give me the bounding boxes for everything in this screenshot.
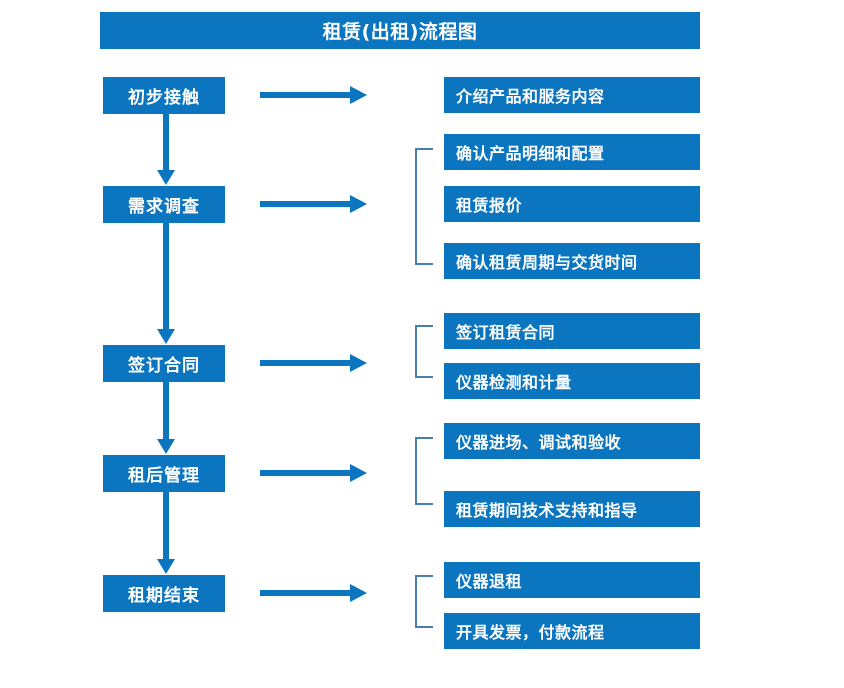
down-arrow-icon-1: [156, 114, 176, 186]
stage-box-5[interactable]: 租期结束: [103, 575, 225, 612]
group-bracket-4: [415, 575, 433, 628]
down-arrow-icon-3: [156, 382, 176, 455]
stage-box-2[interactable]: 需求调查: [103, 186, 225, 223]
stage-box-1[interactable]: 初步接触: [103, 77, 225, 114]
diagram-title: 租赁(出租)流程图: [100, 12, 700, 49]
right-arrow-icon-2: [260, 195, 368, 213]
detail-box-3[interactable]: 租赁报价: [444, 186, 700, 222]
detail-box-6[interactable]: 仪器检测和计量: [444, 363, 700, 399]
detail-box-7[interactable]: 仪器进场、调试和验收: [444, 423, 700, 459]
stage-box-3[interactable]: 签订合同: [103, 345, 225, 382]
detail-box-1[interactable]: 介绍产品和服务内容: [444, 77, 700, 113]
stage-box-4[interactable]: 租后管理: [103, 455, 225, 492]
right-arrow-icon-3: [260, 354, 368, 372]
down-arrow-icon-2: [156, 223, 176, 345]
group-bracket-3: [415, 437, 433, 505]
detail-box-8[interactable]: 租赁期间技术支持和指导: [444, 491, 700, 527]
detail-box-2[interactable]: 确认产品明细和配置: [444, 134, 700, 170]
group-bracket-1: [415, 148, 433, 265]
right-arrow-icon-5: [260, 584, 368, 602]
down-arrow-icon-4: [156, 492, 176, 575]
detail-box-9[interactable]: 仪器退租: [444, 562, 700, 598]
group-bracket-2: [415, 325, 433, 378]
detail-box-10[interactable]: 开具发票，付款流程: [444, 613, 700, 649]
detail-box-4[interactable]: 确认租赁周期与交货时间: [444, 243, 700, 279]
right-arrow-icon-1: [260, 86, 368, 104]
detail-box-5[interactable]: 签订租赁合同: [444, 313, 700, 349]
right-arrow-icon-4: [260, 464, 368, 482]
